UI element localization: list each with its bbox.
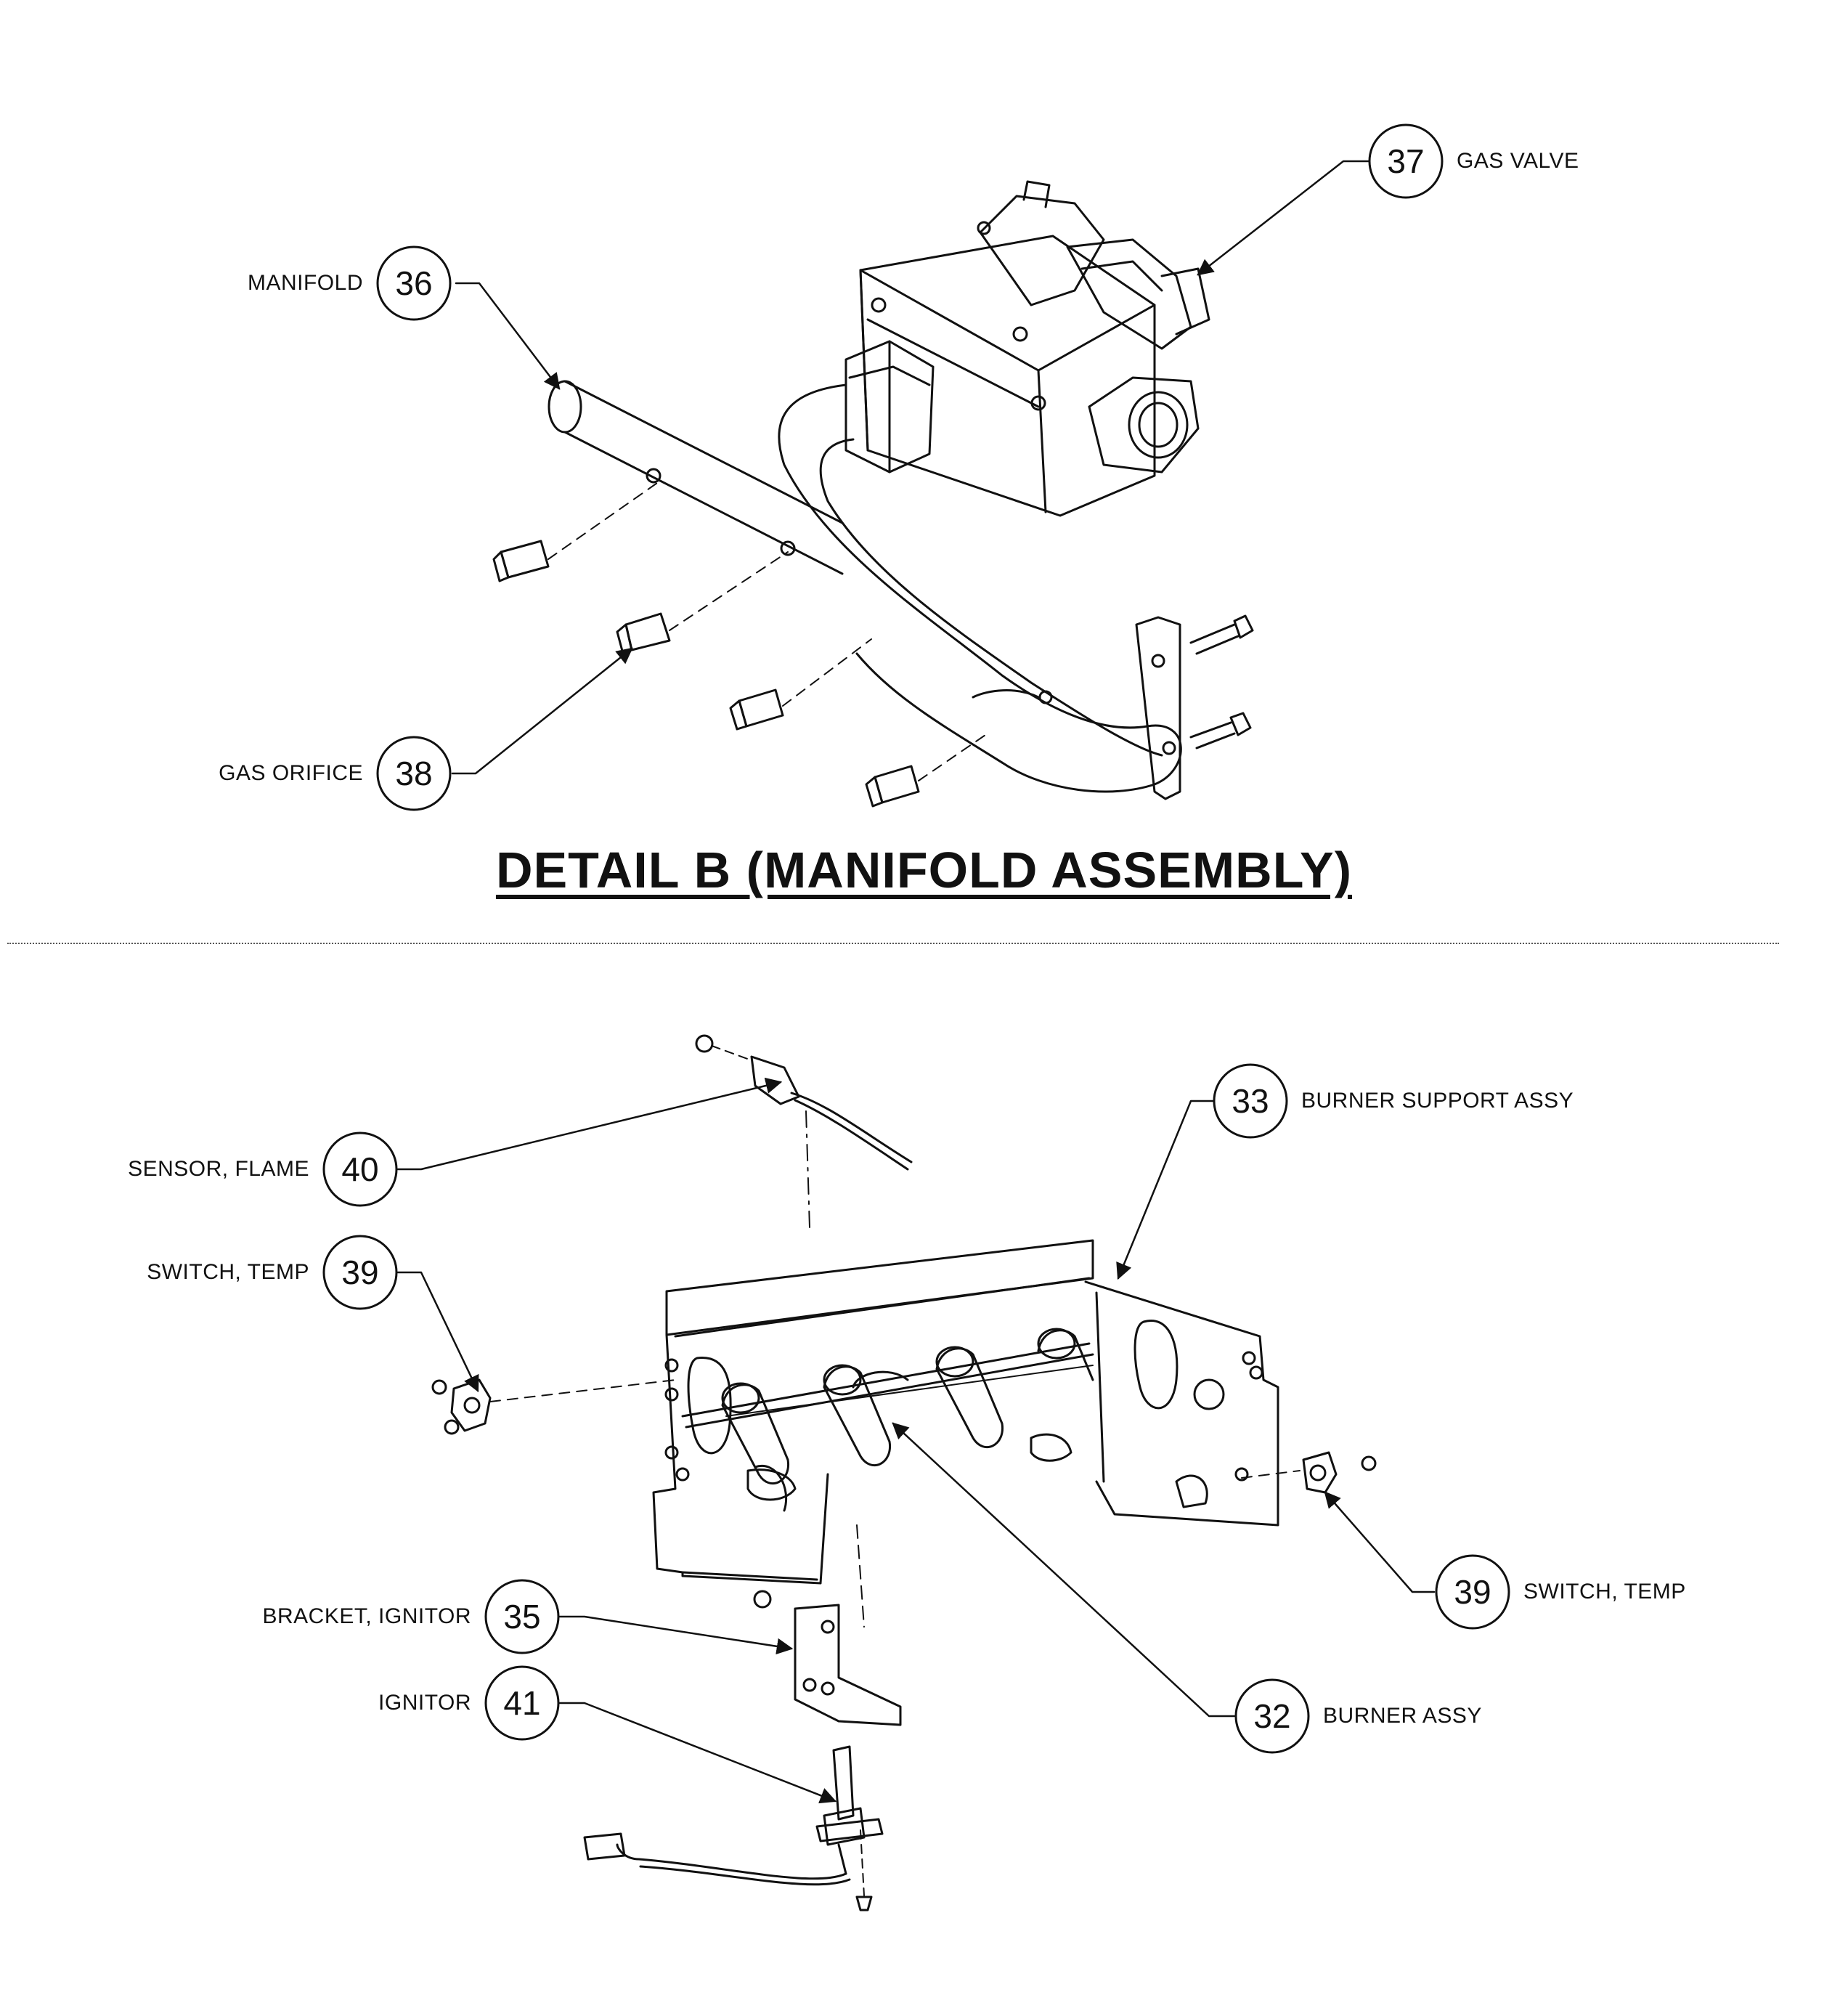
gas-valve-label: GAS VALVE [1457, 149, 1579, 173]
callout-36-number: 36 [395, 264, 432, 302]
temp-switch-right-label: SWITCH, TEMP [1523, 1580, 1686, 1604]
gas-valve-drawing [844, 180, 1210, 517]
flame-sensor-label: SENSOR, FLAME [128, 1157, 309, 1181]
callout-40-number: 40 [341, 1150, 378, 1188]
manifold-pipe-drawing [548, 380, 1254, 800]
ignitor-bracket-label: BRACKET, IGNITOR [262, 1604, 471, 1628]
burner-tubes-drawing [721, 1328, 1094, 1501]
callout-37-number: 37 [1387, 142, 1424, 180]
flame-sensor-drawing [695, 1034, 913, 1228]
burner-support-drawing [652, 1239, 1279, 1585]
detail-b-bubbles [376, 123, 1444, 811]
temp-switch-left-label: SWITCH, TEMP [147, 1260, 309, 1284]
detail-b-title: DETAIL B (MANIFOLD ASSEMBLY) [495, 842, 1353, 898]
burner-support-label: BURNER SUPPORT ASSY [1301, 1089, 1574, 1113]
manifold-label: MANIFOLD [247, 271, 363, 295]
callout-32-number: 32 [1253, 1697, 1290, 1735]
burner-bubbles [322, 1063, 1510, 1754]
callout-38-number: 38 [395, 755, 432, 792]
callout-39b-number: 39 [1454, 1573, 1491, 1611]
orifice-drawings [492, 482, 988, 808]
ignitor-bracket-drawing [753, 1524, 902, 1726]
detail-b-leaders [451, 160, 1371, 775]
callout-35-number: 35 [503, 1598, 540, 1636]
section-divider [7, 943, 1779, 944]
ignitor-label: IGNITOR [378, 1691, 471, 1715]
gas-orifice-label: GAS ORIFICE [219, 761, 363, 785]
ignitor-drawing [583, 1745, 884, 1911]
temp-switch-right-drawing [1241, 1451, 1377, 1494]
burner-leaders [396, 1077, 1436, 1804]
burner-assy-label: BURNER ASSY [1323, 1704, 1482, 1728]
callout-39a-number: 39 [341, 1254, 378, 1291]
callout-33-number: 33 [1232, 1082, 1269, 1120]
temp-switch-left-drawing [431, 1378, 676, 1435]
callout-41-number: 41 [503, 1684, 540, 1722]
